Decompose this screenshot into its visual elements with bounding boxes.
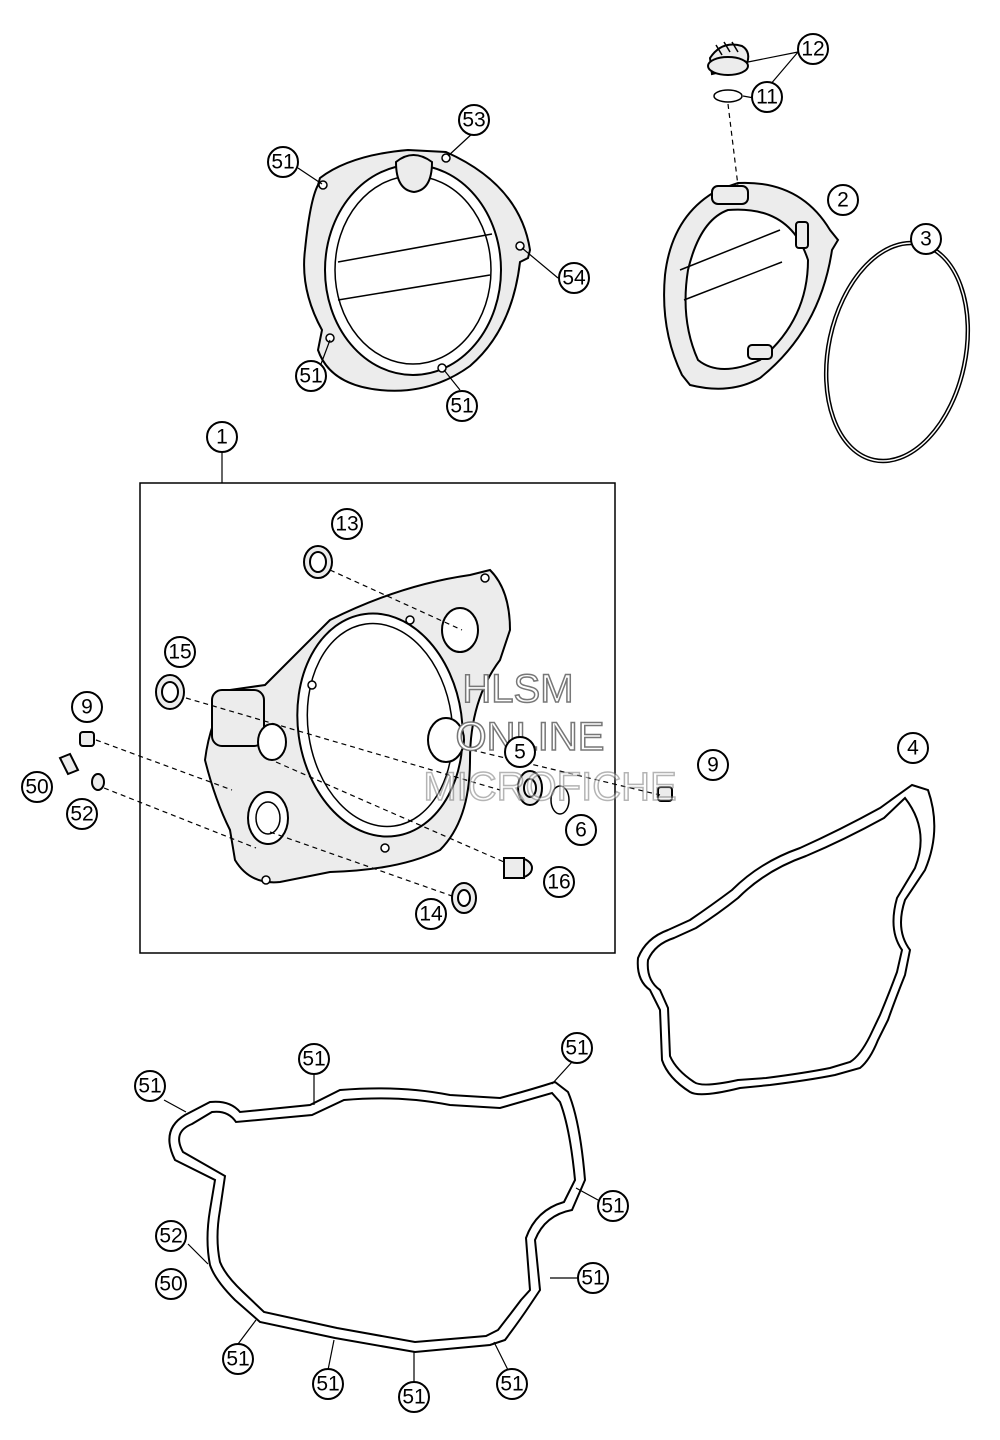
watermark-line-3: MICROFICHE [423, 765, 676, 809]
svg-text:51: 51 [581, 1267, 604, 1290]
callout-5: 5 [504, 736, 536, 768]
oil-filler-plug [707, 41, 750, 76]
callout-50-gasket: 50 [155, 1268, 187, 1300]
outer-clutch-cover [303, 148, 532, 392]
svg-text:52: 52 [70, 803, 93, 826]
callout-51-gasket-bottom-1: 51 [222, 1343, 254, 1375]
bearing-16 [503, 857, 533, 879]
callout-2: 2 [827, 184, 859, 216]
callout-15: 15 [164, 636, 196, 668]
svg-text:52: 52 [159, 1225, 182, 1248]
callout-11: 11 [751, 81, 783, 113]
axis-lines [95, 569, 661, 897]
callout-1: 1 [206, 421, 238, 453]
clutch-cover-assembly [203, 568, 512, 885]
callout-13: 13 [331, 508, 363, 540]
callout-9-left: 9 [71, 691, 103, 723]
svg-text:51: 51 [450, 395, 473, 418]
svg-text:51: 51 [271, 151, 294, 174]
circlip-6 [550, 785, 570, 815]
o-ring-small [713, 89, 743, 103]
axis-filler [727, 103, 739, 187]
leader-lines [163, 51, 799, 1382]
dowel-9-left [79, 731, 95, 747]
callout-51-gasket-bottom-3: 51 [398, 1381, 430, 1413]
svg-text:51: 51 [226, 1348, 249, 1371]
callouts: 1 2 3 4 5 6 9 9 11 12 13 14 15 16 50 52 … [21, 33, 942, 1413]
watermark-line-2: ONLINE [456, 715, 605, 759]
callout-14: 14 [415, 898, 447, 930]
svg-text:9: 9 [707, 754, 719, 777]
svg-text:16: 16 [547, 871, 570, 894]
callout-51-top-left: 51 [267, 146, 299, 178]
svg-text:51: 51 [402, 1386, 425, 1409]
callout-51-cover-bottom: 51 [446, 390, 478, 422]
seal-13 [303, 545, 333, 579]
seal-15 [155, 674, 185, 710]
assembly-frame [139, 482, 616, 954]
callout-51-gasket-right-upper: 51 [597, 1190, 629, 1222]
svg-text:50: 50 [25, 776, 48, 799]
svg-text:51: 51 [565, 1037, 588, 1060]
svg-text:9: 9 [81, 696, 93, 719]
callout-51-gasket-top-left: 51 [134, 1070, 166, 1102]
svg-text:50: 50 [159, 1273, 182, 1296]
svg-text:3: 3 [920, 228, 932, 251]
gasket-4 [636, 783, 936, 1096]
svg-text:5: 5 [514, 741, 526, 764]
svg-text:6: 6 [575, 819, 587, 842]
washer-52 [91, 773, 105, 791]
callout-54: 54 [558, 262, 590, 294]
callout-3: 3 [910, 223, 942, 255]
callout-12: 12 [797, 33, 829, 65]
svg-text:12: 12 [801, 38, 824, 61]
svg-text:54: 54 [562, 267, 586, 290]
svg-text:11: 11 [756, 86, 778, 109]
svg-text:53: 53 [462, 109, 485, 132]
callout-9-right: 9 [697, 749, 729, 781]
svg-text:51: 51 [302, 1048, 325, 1071]
callout-53: 53 [458, 104, 490, 136]
svg-text:2: 2 [837, 189, 849, 212]
callout-6: 6 [565, 814, 597, 846]
watermark-line-1: HLSM [462, 667, 573, 711]
callout-4: 4 [897, 732, 929, 764]
gasket-bottom [168, 1080, 587, 1354]
callout-51-gasket-top: 51 [298, 1043, 330, 1075]
large-o-ring [823, 240, 971, 464]
bearing-5 [517, 770, 543, 806]
callout-52-gasket: 52 [155, 1220, 187, 1252]
callout-51-gasket-top-right: 51 [561, 1032, 593, 1064]
svg-text:15: 15 [168, 641, 191, 664]
svg-text:51: 51 [299, 365, 322, 388]
svg-text:13: 13 [335, 513, 358, 536]
screw-50 [58, 752, 80, 776]
svg-text:1: 1 [216, 426, 228, 449]
callout-50-left: 50 [21, 771, 53, 803]
svg-text:51: 51 [316, 1373, 339, 1396]
callout-52-left: 52 [66, 798, 98, 830]
seal-14 [451, 882, 477, 914]
svg-text:14: 14 [419, 903, 443, 926]
callout-51-gasket-bottom-2: 51 [312, 1368, 344, 1400]
watermark: HLSM ONLINE MICROFICHE [423, 666, 678, 810]
svg-text:4: 4 [907, 737, 919, 760]
svg-text:51: 51 [138, 1075, 161, 1098]
svg-text:51: 51 [601, 1195, 624, 1218]
callout-16: 16 [543, 866, 575, 898]
clutch-cover-inner [663, 181, 840, 390]
callout-51-cover-bottom-left: 51 [295, 360, 327, 392]
callout-51-gasket-right-lower: 51 [577, 1262, 609, 1294]
svg-text:51: 51 [500, 1373, 523, 1396]
callout-51-gasket-bottom-4: 51 [496, 1368, 528, 1400]
